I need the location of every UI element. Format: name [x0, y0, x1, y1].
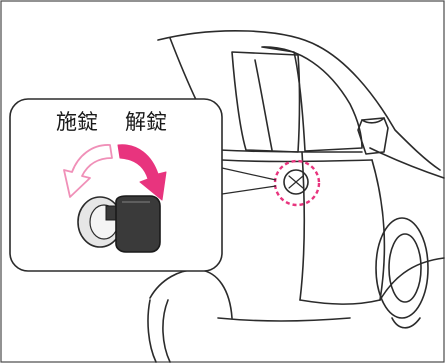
rear-body-curve: [147, 299, 157, 363]
callout-connector: [221, 167, 277, 195]
car-key-icon: [105, 195, 161, 253]
keyhole-slot: [288, 175, 304, 189]
windshield-edge: [317, 45, 441, 171]
car-illustration: [147, 29, 445, 363]
belt-line: [219, 149, 363, 153]
unlock-label: 解錠: [125, 110, 167, 134]
front-tire-bottom: [391, 317, 421, 329]
rocker-panel: [217, 317, 351, 322]
front-fender: [379, 257, 445, 301]
lock-label: 施錠: [56, 110, 98, 134]
callout-box: [9, 98, 223, 272]
front-door-window: [261, 46, 363, 152]
front-door-front-edge: [371, 159, 386, 301]
rear-tire-edge: [162, 299, 171, 363]
door-bottom-line: [299, 299, 381, 305]
door-handle-keyhole: [283, 169, 309, 195]
hood-line: [369, 147, 445, 179]
car-roof-line: [157, 29, 319, 47]
side-mirror-detail: [361, 117, 385, 124]
belt-line-lower: [221, 159, 373, 163]
front-wheel-rim: [388, 233, 422, 303]
front-wheel-outer: [375, 217, 429, 319]
rear-wheel-arch: [149, 269, 233, 319]
window-pillar-line: [254, 59, 273, 151]
key-operation-callout: 施錠 解錠: [9, 98, 223, 272]
keyhole-highlight-circle: [273, 159, 321, 207]
front-door-rear-edge: [299, 151, 306, 301]
rear-door-window: [231, 51, 301, 153]
counter-clockwise-arrow-icon: [63, 144, 113, 198]
clockwise-arrow-icon: [117, 144, 167, 201]
